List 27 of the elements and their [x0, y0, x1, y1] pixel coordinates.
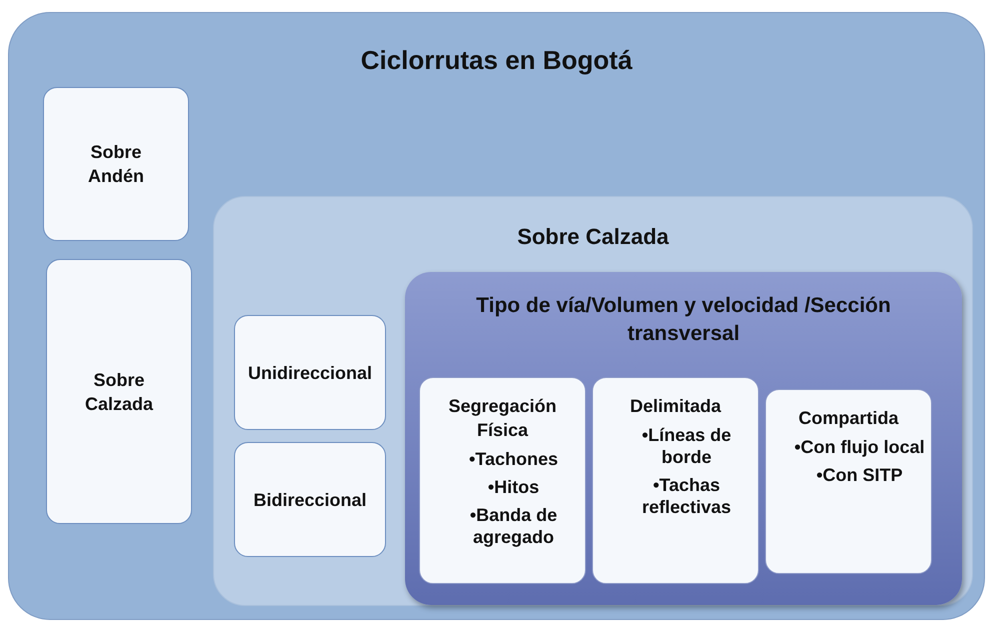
list-item: •Tachas reflectivas: [640, 474, 732, 518]
box-label: Segregación Física: [447, 395, 558, 442]
box-label: Delimitada: [628, 395, 722, 418]
outer-panel: [8, 12, 985, 620]
category-box: [419, 377, 586, 584]
list-item: •Con flujo local: [793, 436, 926, 458]
category-box: [234, 315, 386, 430]
list-item: •Hitos: [486, 476, 540, 498]
group-title: Tipo de vía/Volumen y velocidad /Sección transversal: [475, 293, 892, 347]
category-box: [765, 389, 932, 574]
group-title: Ciclorrutas en Bogotá: [360, 44, 634, 77]
box-label: Bidireccional: [252, 488, 368, 512]
category-box: [46, 259, 192, 524]
list-item: •Con SITP: [815, 464, 904, 486]
box-label: Compartida: [797, 407, 900, 430]
list-item: •Tachones: [468, 448, 559, 470]
list-item: •Banda de agregado: [468, 504, 558, 548]
box-label: Sobre Calzada: [84, 368, 154, 416]
group-title: Sobre Calzada: [516, 223, 670, 251]
group-panel: [213, 196, 973, 606]
list-item: •Líneas de borde: [640, 424, 732, 468]
category-box: [234, 442, 386, 557]
group-panel: [405, 272, 962, 605]
category-box: [592, 377, 759, 584]
box-label: Sobre Andén: [87, 141, 145, 188]
box-label: Unidireccional: [246, 362, 374, 384]
category-box: [43, 87, 189, 241]
